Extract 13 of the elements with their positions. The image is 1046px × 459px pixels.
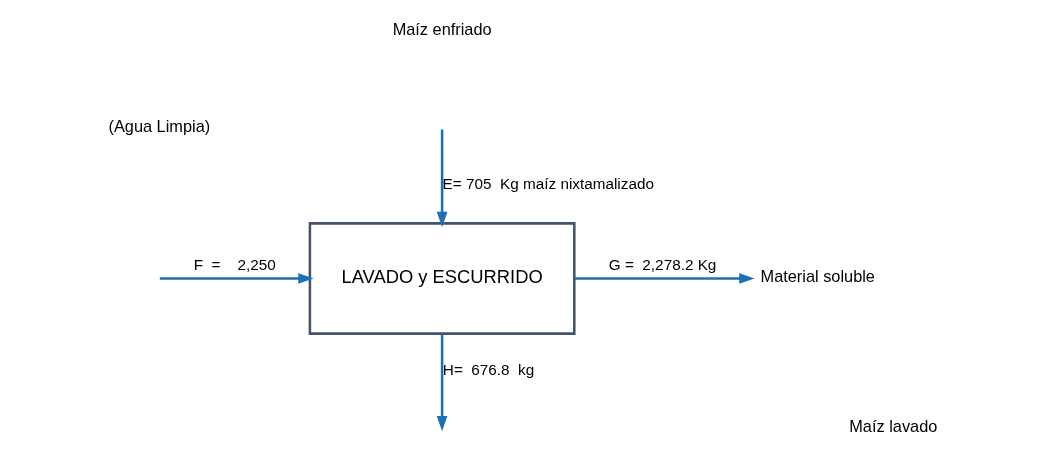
edge-label: H= 676.8 kg (442, 360, 535, 378)
label: Maíz lavado (849, 416, 938, 435)
label: Maíz enfriado (392, 19, 492, 38)
node-box: LAVADO y ESCURRIDO (308, 221, 576, 335)
arrow (574, 272, 755, 284)
edge-label: E= 705 Kg maíz nixtamalizado (442, 174, 654, 192)
arrow (436, 129, 448, 227)
edge-label: G = 2,278.2 Kg (608, 255, 717, 273)
edge-label: F = 2,250 (193, 255, 276, 273)
node-text: Material soluble (760, 266, 875, 285)
arrow (436, 333, 448, 431)
arrow (159, 272, 314, 284)
label: (Agua Limpia) (108, 116, 211, 135)
